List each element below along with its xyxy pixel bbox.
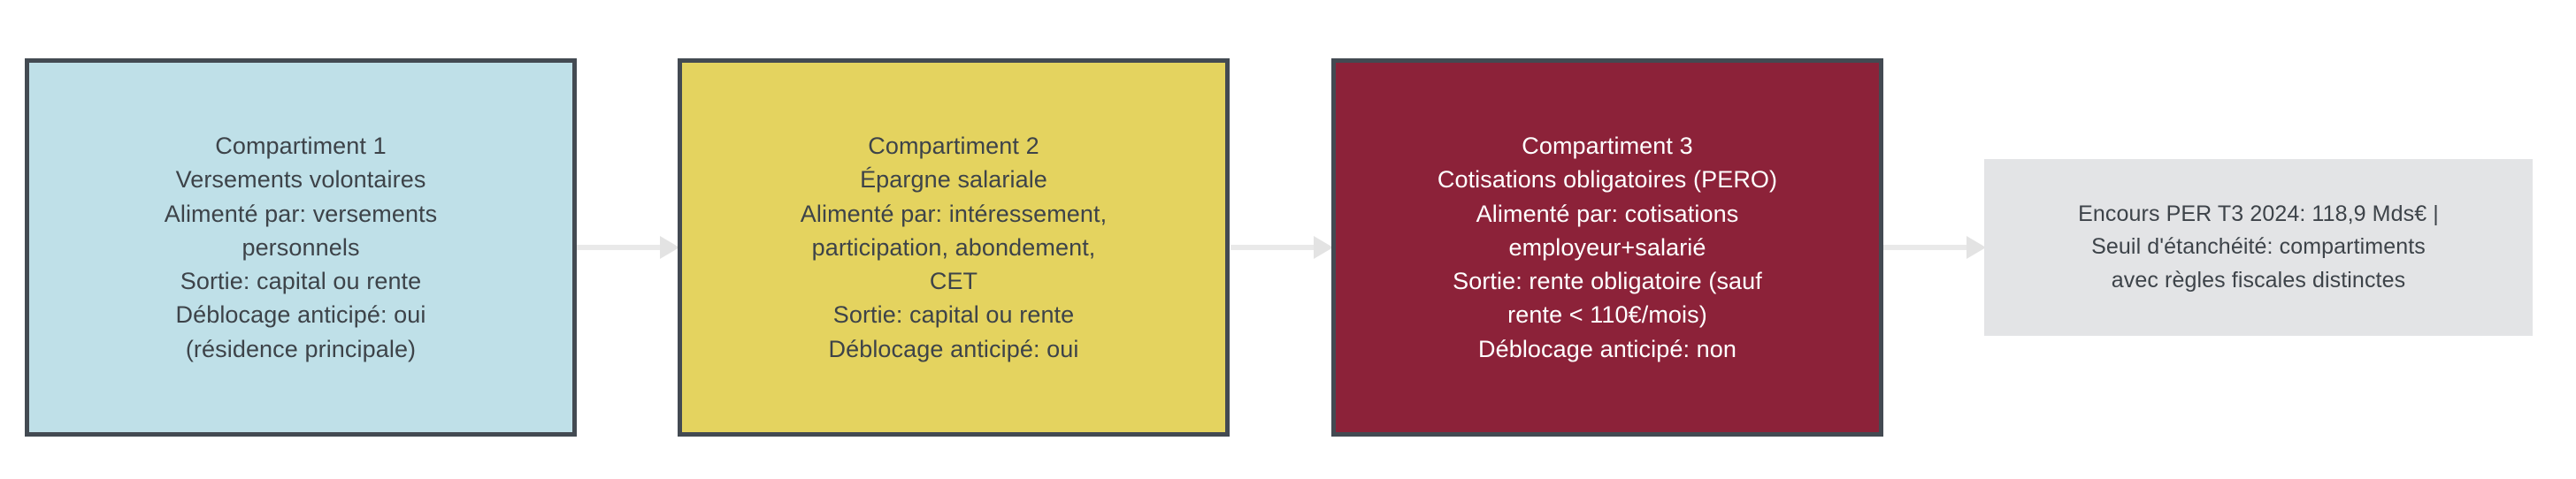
node-compartment-1-line-3: Alimenté par: versements [164, 200, 438, 227]
node-compartment-3: Compartiment 3 Cotisations obligatoires … [1331, 58, 1883, 437]
arrow-compartment-2-to-3 [1230, 236, 1333, 259]
node-summary-note-line-1: Encours PER T3 2024: 118,9 Mds€ | [2078, 201, 2439, 226]
node-compartment-3-line-6: rente < 110€/mois) [1507, 301, 1707, 329]
node-summary-note-line-2: Seuil d'étanchéité: compartiments [2091, 234, 2426, 260]
node-compartment-2: Compartiment 2 Épargne salariale Aliment… [678, 58, 1230, 437]
node-compartment-1-line-4: personnels [242, 233, 360, 261]
node-compartment-2-line-1: Compartiment 2 [868, 132, 1039, 159]
node-compartment-3-line-5: Sortie: rente obligatoire (sauf [1453, 268, 1762, 295]
arrow-compartment-1-to-2 [577, 236, 679, 259]
arrow-head-icon [1966, 236, 1986, 259]
arrow-shaft [1883, 245, 1966, 250]
node-compartment-3-line-2: Cotisations obligatoires (PERO) [1437, 166, 1778, 194]
node-compartment-1: Compartiment 1 Versements volontaires Al… [25, 58, 577, 437]
node-compartment-3-line-3: Alimenté par: cotisations [1476, 200, 1739, 227]
node-compartment-1-line-5: Sortie: capital ou rente [180, 268, 422, 295]
node-compartment-2-line-2: Épargne salariale [860, 166, 1047, 194]
node-summary-note-line-3: avec règles fiscales distinctes [2111, 267, 2406, 293]
node-compartment-3-line-1: Compartiment 3 [1522, 132, 1693, 159]
node-compartment-2-line-6: Sortie: capital ou rente [832, 301, 1075, 329]
arrow-shaft [1230, 245, 1314, 250]
arrow-head-icon [660, 236, 679, 259]
node-compartment-1-line-7: (résidence principale) [185, 335, 417, 362]
node-compartment-2-line-3: Alimenté par: intéressement, [800, 200, 1108, 227]
node-compartment-2-line-5: CET [929, 268, 978, 295]
arrow-head-icon [1314, 236, 1333, 259]
node-compartment-2-line-7: Déblocage anticipé: oui [828, 335, 1079, 362]
node-compartment-3-line-7: Déblocage anticipé: non [1477, 335, 1736, 362]
node-compartment-1-line-2: Versements volontaires [175, 166, 426, 194]
arrow-compartment-3-to-summary [1883, 236, 1986, 259]
node-summary-note: Encours PER T3 2024: 118,9 Mds€ | Seuil … [1984, 159, 2533, 336]
node-compartment-2-line-4: participation, abondement, [811, 233, 1096, 261]
node-compartment-1-line-1: Compartiment 1 [215, 132, 387, 159]
node-compartment-3-line-4: employeur+salarié [1508, 233, 1706, 261]
node-compartment-1-line-6: Déblocage anticipé: oui [175, 301, 426, 329]
arrow-shaft [577, 245, 660, 250]
